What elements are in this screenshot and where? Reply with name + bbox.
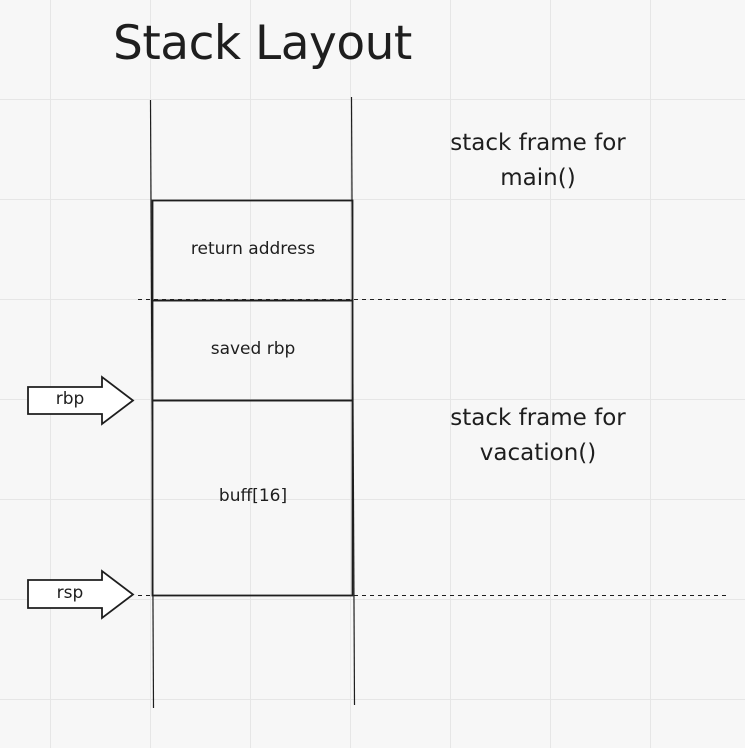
main-frame-label-line2: main() — [500, 165, 576, 191]
saved-rbp-label: saved rbp — [210, 339, 296, 359]
rsp-arrow — [27, 569, 135, 620]
buff-label: buff[16] — [218, 486, 288, 506]
rbp-pointer-label: rbp — [55, 389, 85, 409]
diagram-title: Stack Layout — [113, 16, 412, 71]
rsp-pointer-label: rsp — [56, 583, 84, 603]
vacation-frame-label-line2: vacation() — [479, 440, 597, 466]
vacation-frame-label-line1: stack frame for — [450, 405, 626, 431]
return-address-label: return address — [190, 239, 316, 259]
main-frame-label-line1: stack frame for — [450, 130, 626, 156]
rbp-arrow — [27, 375, 135, 426]
